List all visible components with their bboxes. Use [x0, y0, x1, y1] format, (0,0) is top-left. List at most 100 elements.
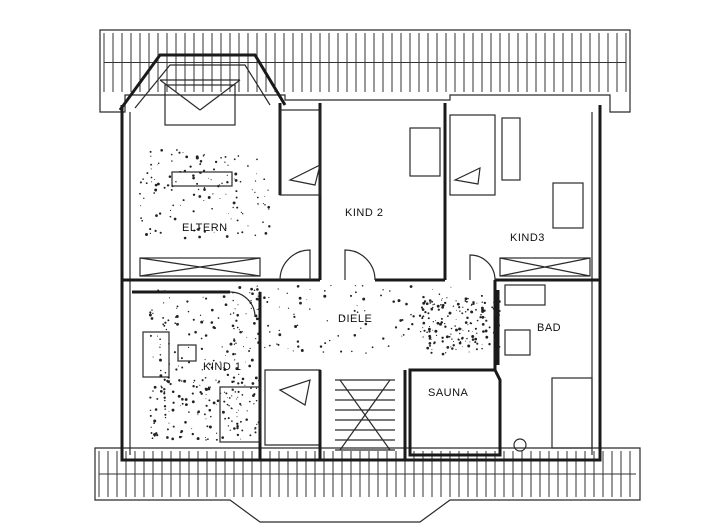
furniture: [142, 117, 584, 443]
scan-speck: [150, 163, 153, 166]
scan-speck: [464, 297, 468, 301]
scan-speck: [441, 304, 445, 307]
scan-speck: [257, 203, 259, 205]
scan-speck: [160, 385, 162, 387]
scan-speck: [232, 291, 234, 294]
scan-speck: [208, 399, 211, 402]
scan-speck: [171, 185, 174, 188]
scan-speck: [185, 155, 189, 159]
scan-speck: [461, 337, 464, 340]
scan-speck: [219, 361, 221, 363]
scan-speck: [239, 420, 242, 423]
scan-speck: [439, 322, 442, 326]
scan-speck: [430, 351, 433, 354]
scan-speck: [421, 308, 425, 311]
scan-speck: [458, 327, 462, 331]
scan-speck: [353, 309, 356, 312]
scan-speck: [212, 321, 214, 323]
scan-speck: [268, 208, 270, 210]
scan-speck: [232, 201, 236, 205]
scan-speck: [221, 182, 223, 185]
scan-speck: [208, 177, 210, 179]
scan-speck: [330, 284, 332, 287]
scan-speck: [177, 394, 181, 398]
scan-speck: [427, 312, 430, 315]
scan-speck: [163, 290, 166, 293]
scan-speck: [195, 385, 198, 388]
scan-speck: [450, 286, 452, 288]
scan-speck: [278, 333, 282, 337]
scan-speck: [242, 346, 245, 348]
scan-speck: [156, 397, 159, 400]
scan-speck: [174, 322, 177, 325]
scan-speck: [485, 335, 489, 339]
scan-speck: [446, 297, 448, 299]
scan-speck: [221, 346, 223, 348]
scan-speck: [150, 432, 153, 434]
scan-speck: [153, 419, 157, 423]
scan-speck: [149, 150, 152, 153]
scan-speck: [452, 305, 455, 307]
scan-speck: [436, 304, 440, 308]
scan-speck: [256, 285, 258, 287]
scan-speck: [192, 174, 195, 177]
scan-speck: [264, 195, 266, 197]
scan-speck: [256, 423, 258, 426]
scan-speck: [446, 346, 450, 349]
scan-speck: [402, 334, 405, 336]
scan-speck: [361, 285, 364, 287]
scan-speck: [254, 180, 257, 182]
scan-speck: [309, 289, 311, 291]
scan-speck: [154, 178, 156, 181]
scan-speck: [139, 181, 142, 184]
scan-speck: [356, 311, 359, 314]
scan-speck: [430, 338, 432, 340]
scan-speck: [236, 426, 239, 430]
scan-speck: [259, 291, 261, 293]
scan-speck: [453, 341, 454, 342]
scan-speck: [229, 342, 233, 346]
scan-speck: [436, 321, 440, 325]
scan-speck: [254, 376, 258, 380]
scan-speck: [441, 352, 445, 356]
scan-speck: [145, 233, 148, 236]
scan-speck: [232, 206, 234, 209]
scan-speck: [177, 365, 179, 367]
scan-speck: [163, 387, 166, 391]
scan-speck: [168, 422, 170, 424]
scan-speck: [232, 312, 235, 314]
scan-speck: [212, 193, 214, 195]
scan-speck: [193, 382, 195, 383]
scan-speck: [239, 330, 242, 334]
scan-speck: [163, 378, 166, 381]
scan-speck: [150, 168, 152, 170]
scan-speck: [251, 382, 255, 385]
scan-speck: [450, 327, 453, 330]
scan-speck: [466, 316, 469, 320]
scan-speck: [440, 299, 443, 301]
scan-speck: [337, 335, 340, 337]
scan-speck: [203, 187, 206, 189]
scan-speck: [426, 346, 430, 350]
scan-speck: [215, 438, 218, 441]
scan-speck: [159, 358, 162, 362]
scan-speck: [146, 172, 149, 175]
scan-speck: [422, 327, 424, 329]
scan-speck: [480, 294, 483, 297]
scan-speck: [163, 324, 166, 327]
scan-speck: [210, 179, 212, 181]
scan-speck: [159, 346, 161, 348]
scan-speck: [241, 429, 244, 432]
scan-speck: [476, 302, 478, 304]
scan-speck: [227, 164, 229, 166]
scan-speck: [159, 389, 163, 393]
scan-speck: [240, 438, 242, 440]
scan-speck: [233, 343, 236, 345]
scan-speck: [164, 413, 167, 416]
scan-speck: [405, 302, 408, 306]
scan-speck: [235, 342, 237, 344]
scan-speck: [150, 426, 152, 428]
scan-speck: [267, 324, 270, 327]
scan-speck: [191, 400, 195, 404]
scan-speck: [171, 390, 175, 393]
